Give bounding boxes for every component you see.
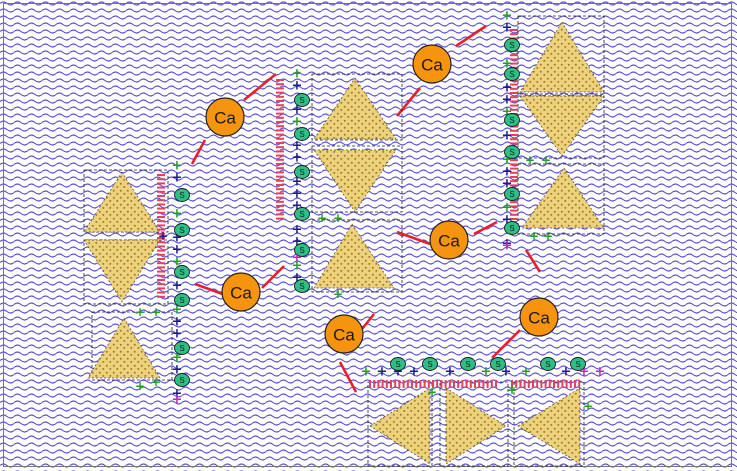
sulfonate-group: S <box>175 189 190 202</box>
plus-charge: + <box>529 229 539 243</box>
plus-charge: + <box>292 151 303 166</box>
plus-charge: + <box>292 251 303 266</box>
plus-charge: + <box>481 365 492 380</box>
plus-charge: + <box>377 365 388 380</box>
sulfonate-group: S <box>541 358 556 371</box>
sulfonate-group: S <box>505 68 520 81</box>
sulfonate-label: S <box>509 41 514 50</box>
sulfonate-label: S <box>179 226 184 235</box>
calcium-ion: Ca <box>222 273 260 311</box>
sulfonate-label: S <box>179 268 184 277</box>
sulfonate-label: S <box>509 148 514 157</box>
sulfonate-label: S <box>299 282 304 291</box>
plus-charge: + <box>172 327 183 342</box>
calcium-ion: Ca <box>206 98 244 136</box>
sulfonate-group: S <box>295 94 310 107</box>
plus-charge: + <box>172 207 183 222</box>
plus-charge: + <box>333 287 343 301</box>
plus-charge: + <box>543 229 553 243</box>
sulfonate-label: S <box>299 210 304 219</box>
plus-charge: + <box>409 365 420 380</box>
plus-charge: + <box>507 383 517 397</box>
sulfonate-label: S <box>179 191 184 200</box>
sulfonate-group: S <box>295 208 310 221</box>
sulfonate-label: S <box>509 190 514 199</box>
sulfonate-label: S <box>179 344 184 353</box>
plus-charge: + <box>427 385 437 399</box>
sulfonate-group: S <box>175 374 190 387</box>
calcium-ion: Ca <box>430 221 468 259</box>
plus-charge: + <box>502 239 513 254</box>
calcium-ion: Ca <box>325 315 363 353</box>
plus-charge: + <box>151 375 161 389</box>
plus-charge: + <box>502 129 513 144</box>
calcium-label: Ca <box>438 232 460 251</box>
sulfonate-group: S <box>175 224 190 237</box>
sulfonate-group: S <box>461 358 476 371</box>
sulfonate-group: S <box>491 358 506 371</box>
sulfonate-label: S <box>179 376 184 385</box>
plus-charge: + <box>292 79 303 94</box>
sulfonate-group: S <box>295 280 310 293</box>
plus-charge: + <box>135 305 145 319</box>
plus-charge: + <box>172 171 183 186</box>
sulfonate-label: S <box>299 96 304 105</box>
plus-charge: + <box>502 21 513 36</box>
plus-charge: + <box>361 365 372 380</box>
calcium-label: Ca <box>333 326 355 345</box>
sulfonate-group: S <box>505 114 520 127</box>
calcium-ion: Ca <box>520 298 558 336</box>
sulfonate-label: S <box>495 360 500 369</box>
plus-charge: + <box>595 365 606 380</box>
sulfonate-group: S <box>571 358 586 371</box>
sulfonate-group: S <box>423 358 438 371</box>
sulfonate-group: S <box>505 222 520 235</box>
sulfonate-label: S <box>179 296 184 305</box>
sulfonate-label: S <box>465 360 470 369</box>
plus-charge: + <box>172 279 183 294</box>
sulfonate-group: S <box>505 39 520 52</box>
calcium-label: Ca <box>528 309 550 328</box>
sulfonate-group: S <box>175 342 190 355</box>
calcium-label: Ca <box>214 109 236 128</box>
plus-charge: + <box>445 365 456 380</box>
plus-charge: + <box>135 379 145 393</box>
calcium-label: Ca <box>421 56 443 75</box>
sulfonate-label: S <box>509 116 514 125</box>
calcium-label: Ca <box>230 284 252 303</box>
sulfonate-label: S <box>395 360 400 369</box>
sulfonate-label: S <box>545 360 550 369</box>
plus-charge: + <box>583 399 593 413</box>
plus-charge: + <box>561 365 572 380</box>
sulfonate-group: S <box>175 294 190 307</box>
sulfonate-group: S <box>295 128 310 141</box>
plus-charge: + <box>172 393 183 408</box>
sulfonate-group: S <box>175 266 190 279</box>
sulfonate-label: S <box>509 224 514 233</box>
sulfonate-label: S <box>509 70 514 79</box>
sulfonate-label: S <box>575 360 580 369</box>
calcium-ion: Ca <box>413 45 451 83</box>
sulfonate-group: S <box>391 358 406 371</box>
plus-charge: + <box>151 305 161 319</box>
plus-charge: + <box>333 211 343 225</box>
sulfonate-group: S <box>295 166 310 179</box>
sulfonate-label: S <box>299 168 304 177</box>
plus-charge: + <box>158 229 168 243</box>
sulfonate-label: S <box>299 130 304 139</box>
sulfonate-group: S <box>505 188 520 201</box>
plus-charge: + <box>521 365 532 380</box>
plus-charge: + <box>317 211 327 225</box>
plus-charge: + <box>525 153 535 167</box>
sulfonate-group: S <box>505 146 520 159</box>
sulfonate-label: S <box>427 360 432 369</box>
plus-charge: + <box>541 153 551 167</box>
